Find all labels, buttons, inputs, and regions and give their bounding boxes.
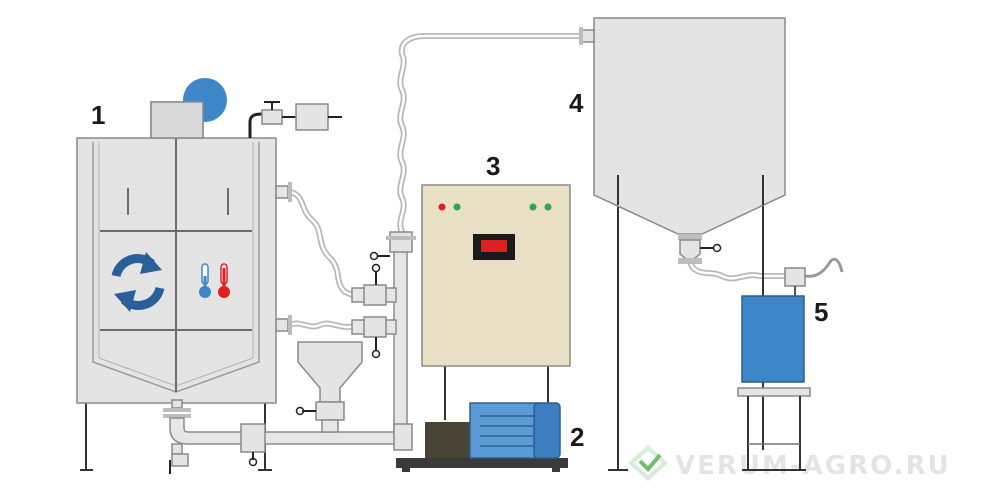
label-container: 5 (814, 297, 828, 327)
valve-upper (363, 284, 387, 306)
thermometer-cold-icon (199, 263, 211, 298)
watermark-text: VERUM-AGRO.RU (675, 451, 951, 481)
filling-valve (784, 267, 806, 287)
storage-hopper: 4 (569, 17, 786, 471)
led-green (453, 203, 461, 211)
watermark: VERUM-AGRO.RU (628, 445, 951, 481)
agitator (100, 138, 252, 392)
led-green (529, 203, 537, 211)
control-panel: 3 (421, 151, 571, 420)
pump-base (396, 458, 568, 468)
label-panel: 3 (486, 151, 500, 181)
hoses (287, 33, 844, 330)
control-cabinet (421, 184, 571, 367)
rotation-icon (111, 252, 165, 312)
label-hopper: 4 (569, 88, 584, 118)
label-tank: 1 (91, 100, 105, 130)
led-red (438, 203, 446, 211)
hopper-body (593, 17, 786, 235)
sensor-box (295, 103, 329, 131)
mixing-tank: 1 (76, 78, 342, 471)
verum-logo-icon (628, 445, 668, 481)
label-pump: 2 (570, 422, 584, 452)
pump-head (425, 422, 471, 458)
led-green (544, 203, 552, 211)
valve-manifold (351, 231, 416, 359)
pump-motor (469, 402, 541, 459)
filling-station: 5 (737, 267, 828, 471)
feed-hopper (295, 341, 363, 433)
valve-lower (363, 316, 387, 338)
inline-valve (240, 423, 266, 453)
thermometer-hot-icon (218, 263, 230, 298)
container-5 (741, 295, 805, 383)
pump-unit: 2 (396, 402, 584, 472)
